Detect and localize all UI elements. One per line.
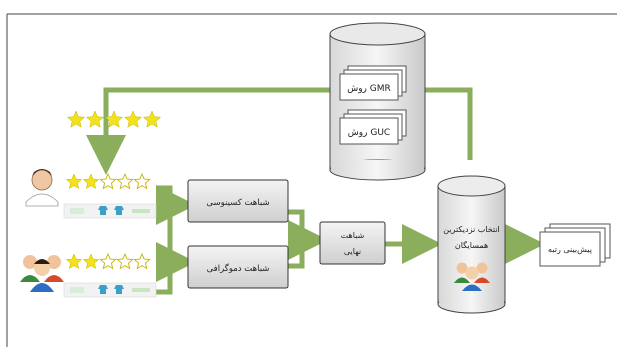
group-star-icon bbox=[133, 252, 151, 270]
top-rating-star-icon bbox=[142, 110, 162, 128]
gmr-method-label: روش GMR bbox=[347, 84, 391, 94]
demographic-similarity-label: شباهت دموگرافی bbox=[207, 263, 270, 274]
final-similarity-label-2: نهایی bbox=[344, 247, 361, 256]
final-similarity-label-1: شباهت bbox=[341, 231, 365, 240]
nearest-neighbors-cylinder: انتخاب نزدیکترین همسایگان bbox=[437, 175, 506, 314]
final-similarity-box: شباهت نهایی bbox=[319, 221, 386, 265]
guc-method-label: روش GUC bbox=[348, 128, 390, 138]
cosine-similarity-box: شباهت کسینوسی bbox=[187, 179, 289, 223]
user-avatar-icon bbox=[25, 169, 59, 207]
group-star-icon bbox=[82, 253, 100, 269]
user-star-icon bbox=[65, 173, 83, 189]
top-rating-star-icon bbox=[85, 110, 105, 128]
cosine-similarity-label: شباهت کسینوسی bbox=[206, 198, 269, 208]
shirt-icon bbox=[114, 206, 124, 215]
user-item-row-1 bbox=[63, 203, 157, 219]
top-rating-star-icon bbox=[104, 110, 124, 128]
group-star-icon bbox=[99, 252, 117, 270]
user-rating-stars bbox=[65, 172, 151, 190]
shirt-icon bbox=[114, 285, 124, 294]
rating-prediction-card: پیش‌بینی رتبه bbox=[539, 223, 611, 267]
user-star-icon bbox=[133, 172, 151, 190]
user-star-icon bbox=[99, 172, 117, 190]
shirt-icon bbox=[98, 285, 108, 294]
user-star-icon bbox=[116, 172, 134, 190]
group-star-icon bbox=[116, 252, 134, 270]
nearest-neighbors-label-2: همسایگان bbox=[455, 240, 488, 250]
user-group bbox=[20, 252, 157, 298]
methods-database: روش GMR روش GUC bbox=[329, 22, 426, 181]
user-star-icon bbox=[82, 173, 100, 189]
single-user bbox=[25, 169, 157, 219]
group-row2-line bbox=[156, 220, 173, 295]
group-star-icon bbox=[65, 253, 83, 269]
demographic-similarity-box: شباهت دموگرافی bbox=[187, 245, 289, 289]
shirt-icon bbox=[98, 206, 108, 215]
gmr-method-card: روش GMR bbox=[339, 65, 407, 101]
demographic-to-final-line bbox=[288, 244, 305, 269]
neighbors-group-icon bbox=[454, 262, 490, 291]
nearest-neighbors-label-1: انتخاب نزدیکترین bbox=[443, 225, 500, 234]
feedback-arrow bbox=[86, 87, 473, 175]
rating-prediction-label: پیش‌بینی رتبه bbox=[548, 245, 592, 254]
connectors bbox=[86, 87, 545, 295]
guc-method-card: روش GUC bbox=[339, 109, 407, 145]
top-rating-stars bbox=[66, 110, 162, 128]
cosine-to-final-arrow bbox=[288, 209, 328, 260]
group-avatar-icon bbox=[20, 255, 64, 292]
user1-to-cosine-arrow bbox=[156, 185, 196, 225]
top-rating-star-icon bbox=[123, 110, 143, 128]
group-item-row-1 bbox=[63, 282, 157, 298]
top-rating-star-icon bbox=[66, 110, 86, 128]
group-rating-stars bbox=[65, 252, 151, 270]
